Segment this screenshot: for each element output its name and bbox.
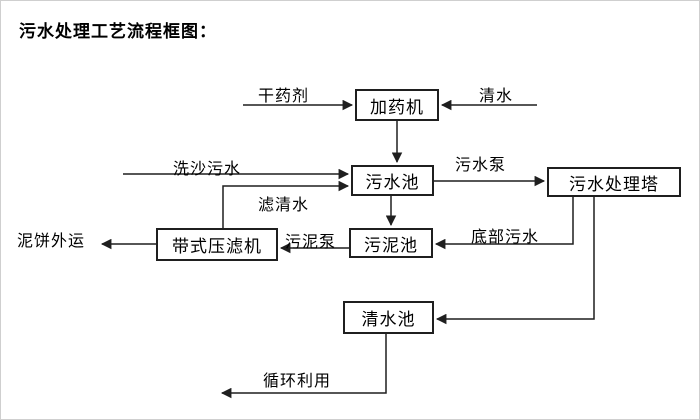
node-clean-water-pool: 清水池 (343, 301, 434, 334)
flow-label-clean-water: 清水 (479, 86, 514, 105)
node-sewage-treatment-tower-label: 污水处理塔 (569, 174, 659, 195)
flow-label-bottom-sewage: 底部污水 (471, 227, 540, 246)
flow-label-sewage-pump: 污水泵 (455, 155, 507, 174)
node-dosing-machine: 加药机 (355, 89, 439, 121)
node-clean-water-pool-label: 清水池 (361, 310, 416, 330)
diagram-title: 污水处理工艺流程框图： (19, 22, 217, 42)
arrow-bottom-sewage-tower-to-sludge-pool (434, 197, 574, 250)
flow-label-sludge-pump: 污泥泵 (285, 232, 337, 251)
flow-label-sand-wash-sewage: 洗沙污水 (173, 159, 242, 178)
arrow-clean-water-pool-recycle (220, 334, 387, 399)
node-dosing-machine-label: 加药机 (370, 97, 424, 118)
flow-label-dry-agent: 干药剂 (258, 86, 310, 105)
node-sewage-pool-label: 污水池 (365, 173, 420, 193)
node-sewage-pool: 污水池 (351, 165, 434, 196)
node-sewage-treatment-tower: 污水处理塔 (547, 167, 681, 197)
flow-label-mud-cake-out: 泥饼外运 (17, 231, 86, 250)
node-sludge-pool-label: 污泥池 (364, 235, 418, 256)
node-belt-filter-press-label: 带式压滤机 (172, 237, 262, 257)
node-belt-filter-press: 带式压滤机 (156, 228, 278, 261)
flow-label-filtered-water: 滤清水 (258, 195, 310, 214)
arrow-tower-to-clean-water-pool (435, 197, 595, 325)
node-sludge-pool: 污泥池 (349, 228, 433, 258)
arrow-filtered-water-press-to-sewage-pool (222, 180, 350, 228)
flow-label-recycle-use: 循环利用 (263, 371, 332, 390)
